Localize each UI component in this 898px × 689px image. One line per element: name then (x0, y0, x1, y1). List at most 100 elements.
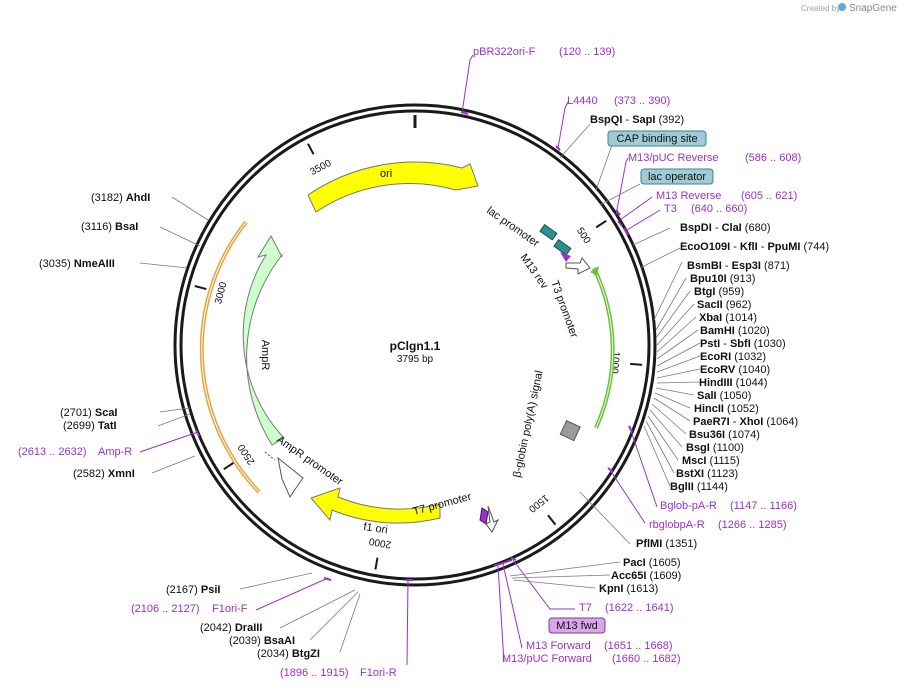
primer-m13-forward-range: (1651 .. 1668) (604, 640, 673, 652)
site-label-right: BspQI - SapI (392) (590, 114, 684, 126)
boxed-cap-binding-site[interactable]: CAP binding site (607, 130, 707, 147)
feature-m13-rev-label: M13 rev (518, 252, 551, 292)
site-position: (913) (727, 273, 756, 285)
primer-rbglobpa-r: rbglobpA-R (649, 519, 705, 531)
boxed-m13-fwd[interactable]: M13 fwd (548, 617, 606, 634)
site-enzyme-name: XhoI (739, 416, 763, 428)
feature-f1-ori-label: f1 ori (363, 521, 389, 536)
site-enzyme-name: PflMI (636, 538, 662, 550)
site-position: (1064) (763, 416, 798, 428)
site-label-right: BtgI (959) (694, 286, 744, 298)
primer-m13-forward: M13 Forward (526, 640, 591, 652)
site-label-right: HindIII (1044) (699, 377, 767, 389)
primer-t3-range: (640 .. 660) (691, 203, 747, 215)
site-enzyme-name: PstI (700, 338, 720, 350)
site-enzyme-name: BstXI (676, 468, 704, 480)
site-label-left: (2582) XmnI (73, 468, 135, 480)
lac-operator-label: lac operator (648, 171, 706, 183)
site-position: (2699) (63, 420, 98, 432)
tick-mark (630, 362, 643, 366)
primer-bglob-pa-r-range: (1147 .. 1166) (730, 500, 797, 512)
site-label-right: EcoRV (1040) (700, 364, 770, 376)
feature-lac-promoter[interactable] (539, 224, 558, 241)
cap-binding-site-label: CAP binding site (616, 133, 697, 145)
site-label-right: Acc65I (1609) (611, 570, 681, 582)
restriction-sites-left: (3182) AhdI(3116) BsaI(3035) NmeAIII(270… (39, 192, 320, 660)
feature-m13-rev[interactable] (553, 239, 572, 256)
site-position: (2167) (166, 584, 201, 596)
snapgene-brand-text: SnapGene (849, 3, 897, 14)
boxed-lac-operator[interactable]: lac operator (640, 168, 714, 185)
site-separator: - (730, 416, 740, 428)
feature-t7-promoter[interactable] (485, 505, 500, 533)
tick-mark (547, 514, 557, 526)
site-position: (1144) (694, 481, 728, 493)
site-position: (1100) (710, 442, 744, 454)
primer-leaders (139, 54, 661, 666)
site-enzyme-name: HincII (694, 403, 724, 415)
site-enzyme-name: BsaI (115, 221, 138, 233)
primer-t7: T7 (579, 602, 592, 614)
primer-rbglobpa-r-range: (1266 .. 1285) (718, 519, 787, 531)
site-label-left: (2701) ScaI (60, 407, 118, 419)
site-label-left: (2042) DraIII (200, 622, 262, 634)
plasmid-name: pClgn1.1 (390, 339, 441, 353)
site-separator: - (720, 338, 730, 350)
feature-t7-primer-mark (479, 507, 489, 525)
primer-pbr322ori-f-range: (120 .. 139) (559, 46, 615, 58)
feature-polya-signal[interactable] (559, 420, 581, 442)
primer-m13puc-forward: M13/pUC Forward (502, 653, 592, 665)
site-label-left: (2034) BtgZI (257, 648, 320, 660)
created-by-text: Created by (801, 4, 840, 13)
site-position: (2034) (257, 648, 292, 660)
feature-ampr[interactable] (242, 234, 285, 446)
site-label-left: (3035) NmeAIII (39, 258, 115, 270)
primer-t7-range: (1622 .. 1641) (605, 602, 674, 614)
site-enzyme-name: Bpu10I (690, 273, 727, 285)
site-label-right: SacII (962) (697, 299, 751, 311)
site-position: (1032) (731, 351, 766, 363)
site-label-right: PstI - SbfI (1030) (700, 338, 786, 350)
site-enzyme-name: BsgI (686, 442, 710, 454)
primer-m13-reverse: M13 Reverse (656, 190, 721, 202)
feature-t7-promoter-label: T7 promoter (412, 491, 473, 518)
feature-t3-promoter[interactable] (565, 257, 591, 275)
snapgene-logo-icon (838, 3, 846, 11)
site-enzyme-name: SacII (697, 299, 723, 311)
site-enzyme-name: BamHI (700, 325, 735, 337)
feature-ori[interactable] (307, 161, 479, 213)
site-position: (1014) (722, 312, 757, 324)
site-position: (1605) (646, 557, 681, 569)
site-label-right: SalI (1050) (697, 390, 751, 402)
site-enzyme-name: EcoRI (700, 351, 731, 363)
site-enzyme-name: ClaI (722, 222, 742, 234)
site-enzyme-name: SalI (697, 390, 717, 402)
site-enzyme-name: KflI (740, 241, 758, 253)
feature-ampr-promoter[interactable] (277, 456, 304, 499)
site-position: (1050) (717, 390, 752, 402)
site-label-right: EcoRI (1032) (700, 351, 766, 363)
site-position: (3035) (39, 258, 74, 270)
site-position: (871) (761, 260, 790, 272)
site-position: (3116) (81, 221, 115, 233)
site-position: (1052) (724, 403, 759, 415)
site-separator: - (622, 114, 632, 126)
site-label-right: MscI (1115) (682, 455, 740, 467)
tick-mark (194, 285, 207, 291)
feature-polya-label: β-globin poly(A) signal (511, 369, 545, 478)
site-separator: - (722, 260, 732, 272)
site-label-right: HincII (1052) (694, 403, 759, 415)
site-label-left: (3116) BsaI (81, 221, 138, 233)
site-position: (1040) (735, 364, 770, 376)
site-enzyme-name: AhdI (126, 192, 150, 204)
tick-label: 2000 (368, 535, 392, 550)
site-enzyme-name: NmeAIII (74, 258, 115, 270)
primer-m13puc-reverse: M13/pUC Reverse (628, 152, 718, 164)
tick-label: 500 (574, 226, 593, 246)
tick-mark (374, 557, 379, 570)
tick-mark (307, 143, 315, 155)
site-enzyme-name: XmnI (108, 468, 135, 480)
feature-m13-rev-primer-mark (560, 252, 571, 262)
feature-f1-ori[interactable] (310, 487, 441, 524)
